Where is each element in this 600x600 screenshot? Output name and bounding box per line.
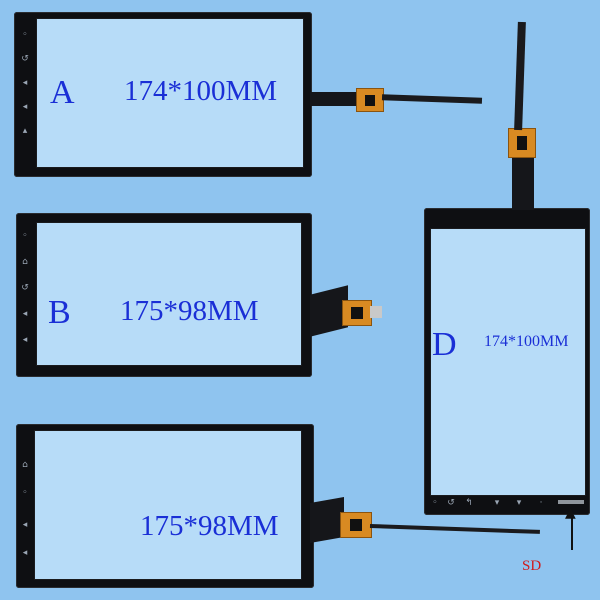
- panel-c-ribbon: [369, 524, 540, 534]
- panel-b-back-icon: ↺: [21, 283, 29, 293]
- touch-panel-c: ⌂ ◦ ◂ ◂: [16, 424, 314, 588]
- panel-c-home-icon: ⌂: [22, 460, 28, 470]
- panel-a-flex-cable: [310, 92, 358, 106]
- panel-d-flex-cable: [512, 150, 534, 210]
- panel-b-dimensions: 175*98MM: [120, 295, 259, 327]
- panel-d-dimensions: 174*100MM: [484, 333, 569, 350]
- panel-a-power-icon: ◦: [22, 30, 28, 40]
- panel-b-connector: [370, 306, 382, 318]
- panel-a-controller-chip: [356, 88, 384, 112]
- panel-c-flex-cable: [310, 497, 344, 543]
- sd-label: SD: [522, 558, 542, 574]
- panel-d-volume-icon: ▾: [494, 498, 500, 508]
- panel-c-power-icon: ◦: [22, 488, 28, 498]
- panel-a-glass: [36, 18, 304, 168]
- panel-a-back-icon: ↺: [21, 54, 29, 64]
- touch-panel-d: ◦ ↺ ↰ ▾ ▾ ·: [424, 208, 590, 515]
- panel-d-glass: [430, 228, 586, 496]
- panel-a-volume-icon: ◂: [22, 78, 28, 88]
- panel-b-volume-icon: ◂: [22, 309, 28, 319]
- sd-arrow-shaft: [571, 518, 573, 550]
- panel-b-glass: [36, 222, 302, 366]
- panel-d-dot-icon: ·: [539, 498, 543, 508]
- sd-arrow-icon: ▲: [565, 505, 576, 521]
- touch-panel-a: ◦ ↺ ◂ ◂ ▴: [14, 12, 312, 177]
- panel-d-sd-slot: [558, 500, 584, 504]
- panel-b-volume-down-icon: ◂: [22, 335, 28, 345]
- panel-d-back-icon: ↺: [447, 498, 455, 508]
- panel-a-home-icon: ▴: [22, 126, 28, 136]
- panel-b-controller-chip: [342, 300, 372, 326]
- panel-b-letter: B: [48, 294, 71, 331]
- panel-c-controller-chip: [340, 512, 372, 538]
- panel-d-ribbon: [514, 21, 526, 131]
- panel-d-nav-icon: ↰: [465, 498, 473, 508]
- panel-d-volume-down-icon: ▾: [516, 498, 522, 508]
- panel-b-power-icon: ◦: [22, 231, 28, 241]
- panel-d-controller-chip: [508, 128, 536, 158]
- panel-d-letter: D: [432, 326, 457, 363]
- panel-a-volume-down-icon: ◂: [22, 102, 28, 112]
- panel-c-volume-down-icon: ◂: [22, 548, 28, 558]
- panel-a-dimensions: 174*100MM: [124, 75, 278, 107]
- panel-c-glass: [34, 430, 302, 580]
- panel-d-power-icon: ◦: [432, 498, 438, 508]
- panel-c-volume-icon: ◂: [22, 520, 28, 530]
- panel-c-dimensions: 175*98MM: [140, 510, 279, 542]
- touch-panel-b: ◦ ⌂ ↺ ◂ ◂: [16, 213, 312, 377]
- panel-a-ribbon: [381, 94, 483, 104]
- panel-a-letter: A: [50, 74, 75, 111]
- panel-b-home-icon: ⌂: [22, 257, 28, 267]
